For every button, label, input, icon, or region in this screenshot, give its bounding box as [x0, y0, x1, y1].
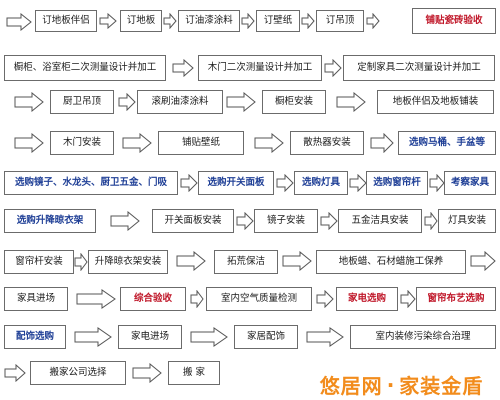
- flow-arrow: [74, 327, 112, 347]
- switch-panel-install: 开关面板安装: [152, 209, 234, 233]
- flow-arrow: [349, 174, 367, 192]
- watermark-tagline: 家装金盾: [399, 374, 484, 398]
- buy-toilet-basin: 选购马桶、手盆等: [398, 131, 496, 155]
- order-wallpaper: 订壁纸: [256, 10, 300, 32]
- brand-watermark: 悠居网 · 家装金盾: [303, 369, 500, 400]
- flow-arrow: [14, 92, 44, 112]
- flow-arrow: [276, 174, 294, 192]
- deep-cleaning: 拓荒保洁: [214, 250, 278, 274]
- cabinet-measure-design: 橱柜、浴室柜二次测量设计并加工: [4, 55, 166, 81]
- buy-curtain-rod: 选购窗帘杆: [366, 171, 428, 195]
- flow-arrow: [306, 327, 344, 347]
- door-install: 木门安装: [50, 131, 114, 155]
- flow-arrow: [226, 92, 256, 112]
- flow-arrow: [4, 364, 26, 382]
- order-floor-accessories: 订地板伴侣: [35, 10, 97, 32]
- move-in: 搬 家: [168, 361, 220, 385]
- flow-arrow: [324, 59, 342, 77]
- flow-arrow: [190, 327, 228, 347]
- inspect-furniture: 考察家具: [444, 171, 496, 195]
- appliance-delivery: 家电进场: [118, 325, 182, 349]
- flow-arrow: [76, 289, 116, 309]
- tile-inspection: 铺贴瓷砖验收: [412, 8, 496, 34]
- choose-moving-company: 搬家公司选择: [30, 361, 126, 385]
- order-floor: 订地板: [120, 10, 162, 32]
- order-ceiling: 订吊顶: [316, 10, 364, 32]
- flow-arrow: [316, 290, 334, 308]
- flow-arrow: [470, 251, 496, 271]
- flow-arrow: [254, 133, 284, 153]
- flow-arrow: [122, 133, 152, 153]
- flow-arrow: [118, 93, 136, 111]
- home-decoration: 家居配饰: [234, 325, 298, 349]
- flow-arrow: [301, 13, 315, 29]
- roll-paint: 滚刷油漆涂料: [137, 90, 223, 114]
- flow-arrow: [236, 212, 254, 230]
- flow-arrow: [320, 212, 338, 230]
- floor-wax-maintenance: 地板蜡、石材蜡施工保养: [316, 250, 466, 274]
- buy-lamps: 选购灯具: [294, 171, 348, 195]
- flow-arrow: [132, 363, 162, 383]
- kitchen-bath-ceiling: 厨卫吊顶: [50, 90, 114, 114]
- door-measure-design: 木门二次测量设计并加工: [198, 55, 322, 81]
- flow-arrow: [241, 13, 255, 29]
- radiator-install: 散热器安装: [290, 131, 364, 155]
- mirror-install: 镜子安装: [254, 209, 318, 233]
- pollution-treatment: 室内装修污染综合治理: [350, 325, 496, 349]
- flow-arrow: [163, 13, 177, 29]
- flow-arrow: [180, 174, 198, 192]
- hardware-sanitary-install: 五金洁具安装: [338, 209, 422, 233]
- flow-arrow: [429, 174, 445, 192]
- buy-curtain-fabric: 窗帘布艺选购: [416, 287, 496, 311]
- buy-mirror-faucet-hardware: 选购镜子、水龙头、厨卫五金、门吸: [4, 171, 178, 195]
- flow-arrow: [400, 290, 416, 308]
- flow-arrow: [6, 13, 32, 31]
- watermark-brand: 悠居网: [319, 374, 383, 398]
- final-inspection: 综合验收: [120, 287, 186, 311]
- flow-arrow: [14, 133, 44, 153]
- flow-arrow: [176, 251, 206, 271]
- drying-rack-install: 升降晾衣架安装: [88, 250, 168, 274]
- furniture-measure-design: 定制家具二次测量设计并加工: [343, 55, 495, 81]
- flow-arrow: [336, 92, 366, 112]
- flow-arrow: [74, 253, 88, 271]
- flow-arrow: [424, 212, 438, 230]
- flow-arrow: [190, 290, 204, 308]
- watermark-dot: ·: [386, 372, 396, 397]
- cabinet-install: 橱柜安装: [262, 90, 326, 114]
- flow-arrow: [110, 211, 140, 231]
- lamp-install: 灯具安装: [438, 209, 496, 233]
- flow-arrow: [370, 133, 394, 153]
- buy-switch-panel: 选购开关面板: [198, 171, 274, 195]
- curtain-rod-install: 窗帘杆安装: [4, 250, 74, 274]
- air-quality-test: 室内空气质量检测: [206, 287, 312, 311]
- wallpaper-install: 铺贴壁纸: [158, 131, 244, 155]
- flow-arrow: [99, 13, 117, 29]
- floor-install: 地板伴侣及地板铺装: [377, 90, 494, 114]
- furniture-delivery: 家具进场: [4, 287, 68, 311]
- flow-arrow: [282, 251, 312, 271]
- buy-drying-rack: 选购升降晾衣架: [4, 209, 96, 233]
- buy-decorations: 配饰选购: [4, 325, 66, 349]
- buy-appliances: 家电选购: [336, 287, 398, 311]
- flow-arrow: [172, 59, 194, 77]
- flow-arrow: [366, 13, 380, 29]
- order-paint: 订油漆涂料: [178, 10, 240, 32]
